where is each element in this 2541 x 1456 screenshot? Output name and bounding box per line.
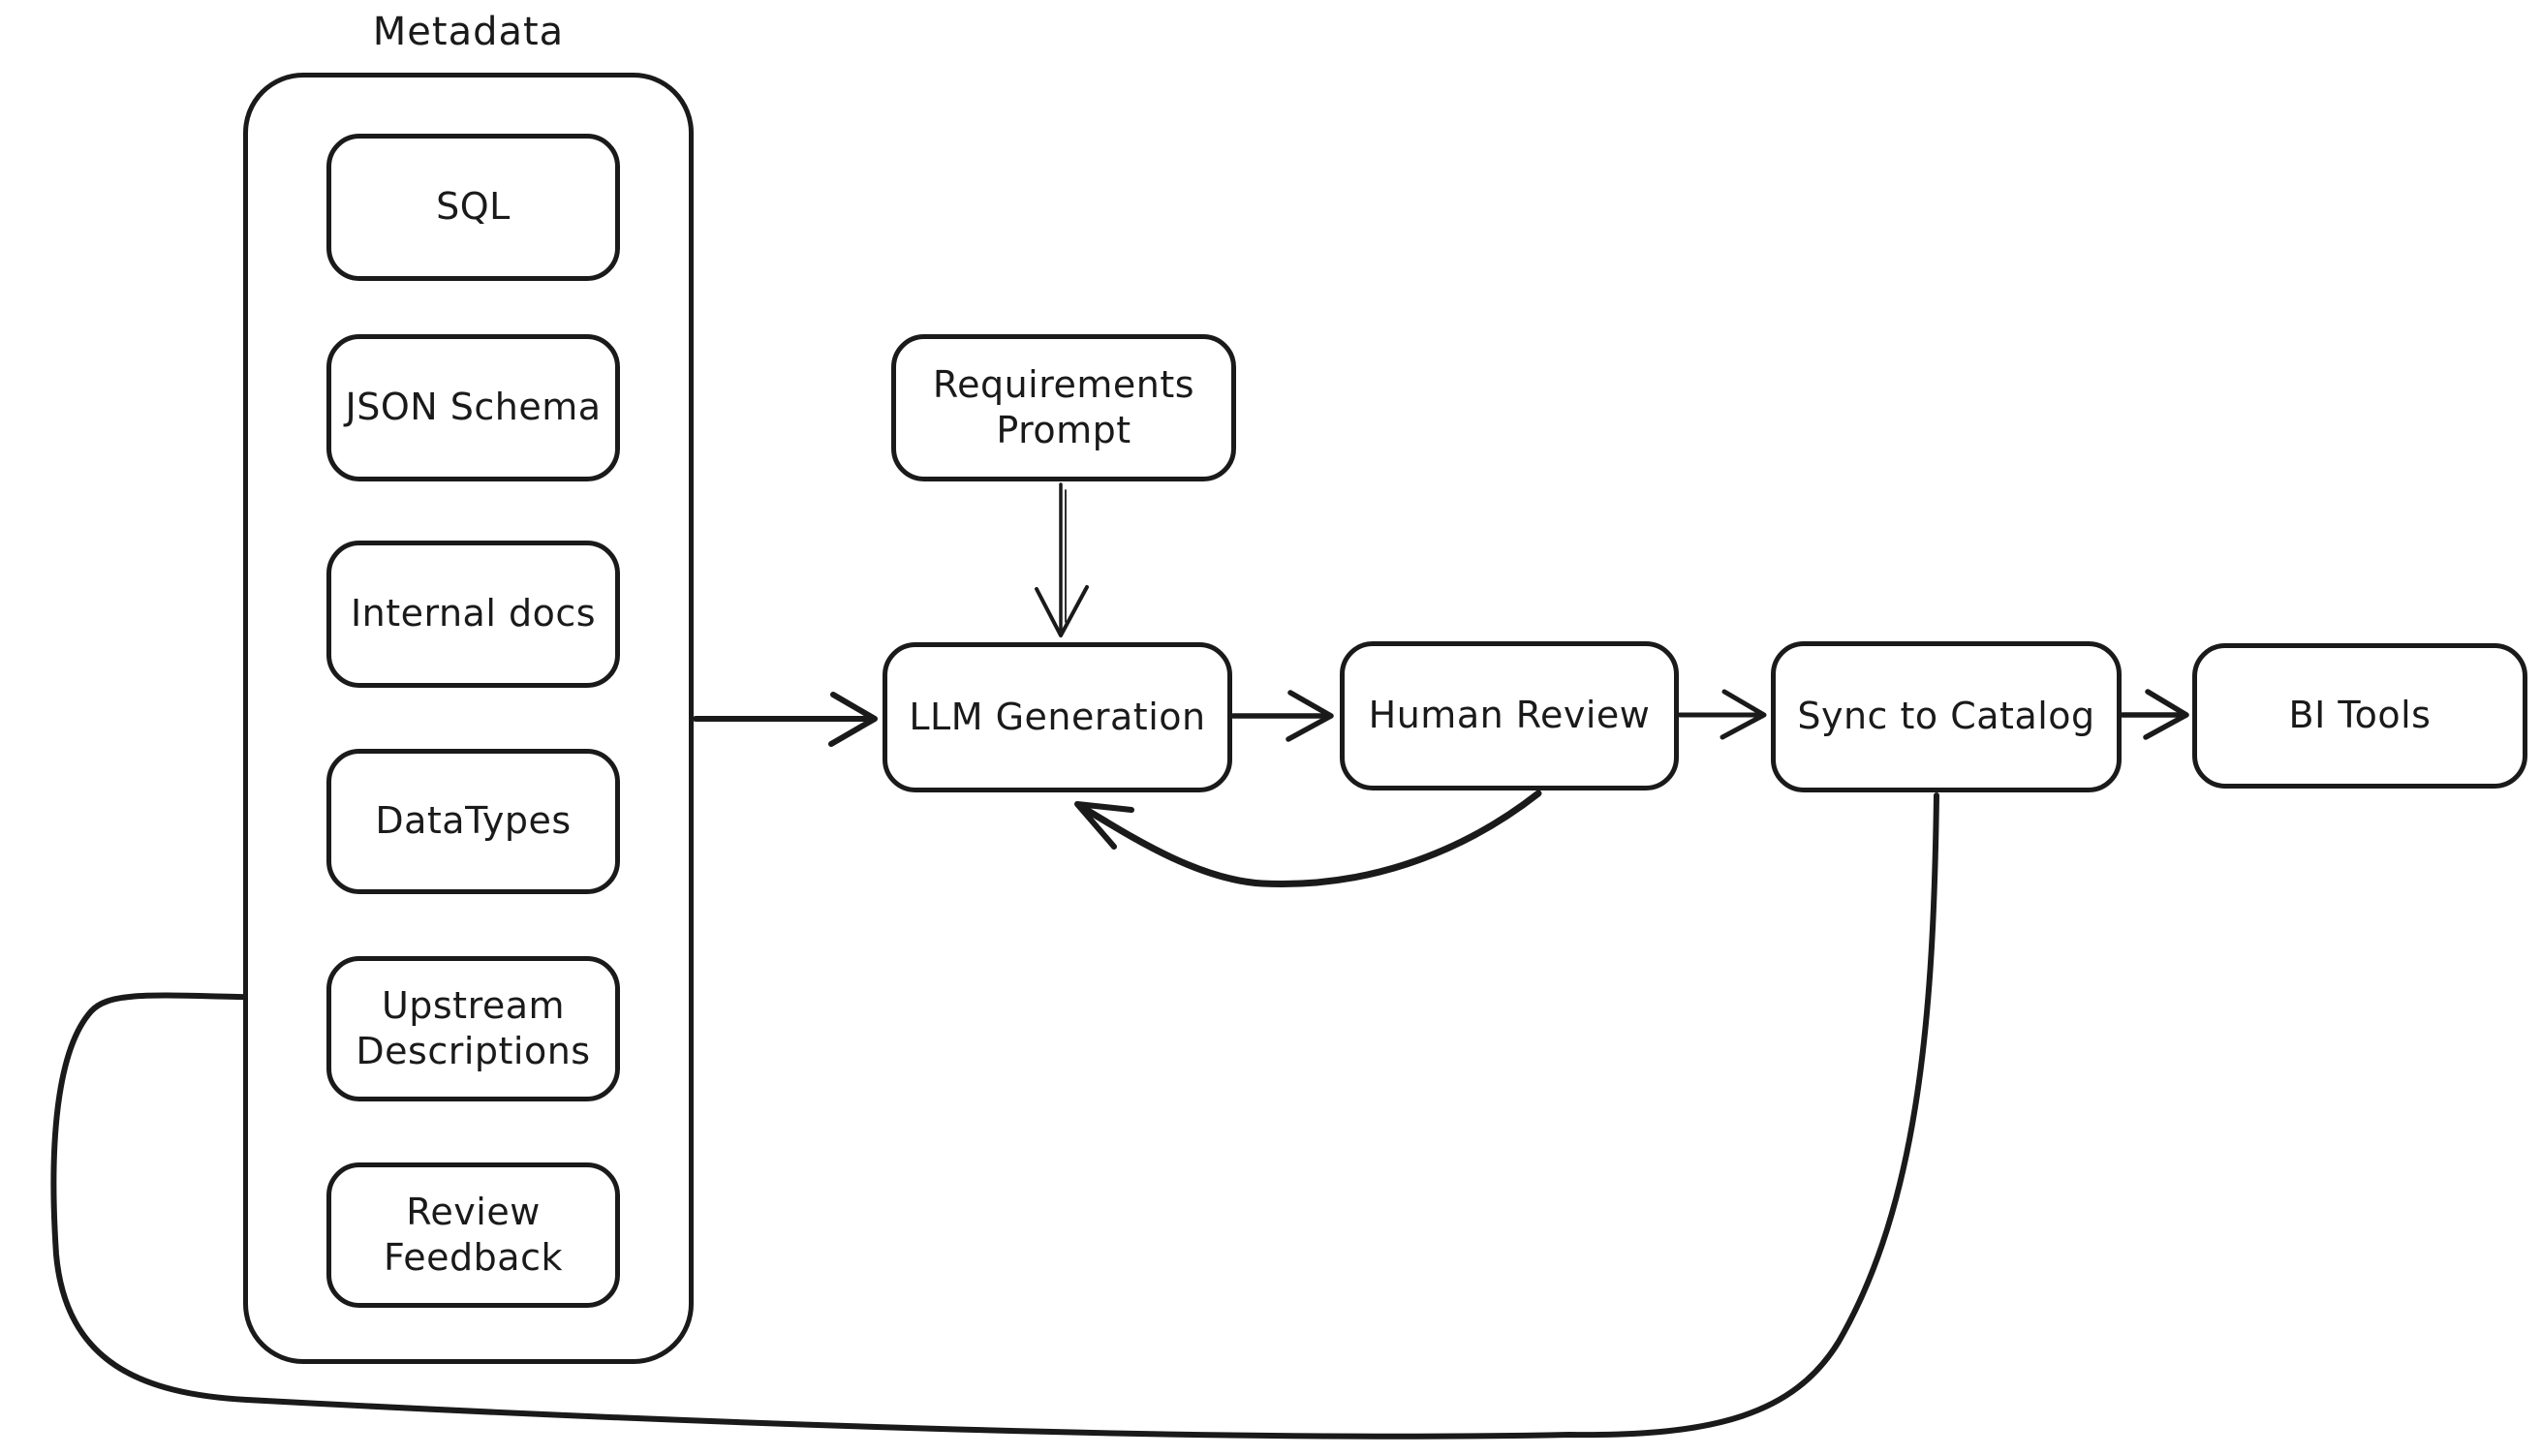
node-sql-label: SQL (436, 185, 511, 229)
node-requirements-prompt-label: Requirements Prompt (932, 362, 1195, 452)
metadata-group-container (243, 73, 694, 1364)
node-json-schema-label: JSON Schema (345, 386, 602, 429)
node-json-schema: JSON Schema (326, 334, 620, 481)
node-llm-generation-label: LLM Generation (909, 695, 1206, 738)
arrowhead-human-review-to-sync-to-catalog (1720, 689, 1767, 740)
node-upstream-descriptions-label: Upstream Descriptions (356, 983, 591, 1073)
node-human-review: Human Review (1340, 641, 1679, 790)
node-sync-to-catalog: Sync to Catalog (1771, 641, 2122, 792)
node-llm-generation: LLM Generation (883, 642, 1232, 792)
metadata-group-title: Metadata (372, 10, 565, 54)
node-human-review-label: Human Review (1368, 694, 1651, 737)
node-review-feedback: Review Feedback (326, 1162, 620, 1308)
arrowhead-sync-to-catalog-to-bi-tools (2143, 689, 2189, 740)
node-bi-tools: BI Tools (2192, 643, 2527, 789)
arrowhead-llm-generation-to-human-review (1286, 690, 1334, 742)
node-review-feedback-label: Review Feedback (384, 1190, 563, 1280)
arrowhead-requirements-prompt-to-llm-generation (1035, 585, 1089, 637)
node-datatypes: DataTypes (326, 749, 620, 894)
node-datatypes-label: DataTypes (375, 799, 572, 843)
node-sync-to-catalog-label: Sync to Catalog (1797, 695, 2095, 738)
arrowhead-metadata-to-llm-generation (828, 692, 878, 747)
node-upstream-descriptions: Upstream Descriptions (326, 956, 620, 1101)
node-internal-docs-label: Internal docs (350, 592, 597, 635)
edge-human-review-to-llm-generation-feedback (1076, 790, 1542, 887)
node-internal-docs: Internal docs (326, 541, 620, 688)
node-requirements-prompt: Requirements Prompt (891, 334, 1236, 481)
arrowhead-human-review-to-llm-generation-feedback (1074, 801, 1134, 850)
node-sql: SQL (326, 134, 620, 281)
node-bi-tools-label: BI Tools (2288, 694, 2432, 737)
